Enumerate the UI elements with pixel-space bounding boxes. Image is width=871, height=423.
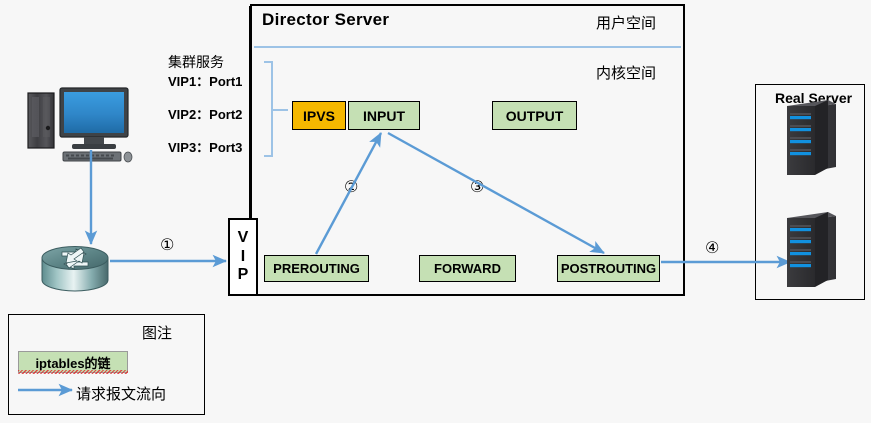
legend-title: 图注 xyxy=(142,325,173,342)
chain-box-postrouting[interactable]: POSTROUTING xyxy=(557,255,660,282)
real-server-node-icon xyxy=(787,212,836,287)
vip-letter: I xyxy=(240,247,246,265)
chain-box-prerouting[interactable]: PREROUTING xyxy=(264,255,369,282)
step-marker-4: ④ xyxy=(705,238,720,257)
real-server-node-icon xyxy=(787,100,836,175)
chain-box-ipvs[interactable]: IPVS xyxy=(292,101,346,130)
kernel-space-label: 内核空间 xyxy=(596,65,657,82)
vip-letter: V xyxy=(237,228,249,246)
cluster-service-entry: VIP3：Port3 xyxy=(168,140,243,155)
director-server-title: Director Server xyxy=(262,10,390,29)
legend-flow-label: 请求报文流向 xyxy=(76,386,167,403)
user-space-label: 用户空间 xyxy=(596,15,657,32)
chain-box-input[interactable]: INPUT xyxy=(348,101,420,130)
chain-box-forward[interactable]: FORWARD xyxy=(419,255,516,282)
step-marker-1: ① xyxy=(160,235,175,254)
cluster-service-entry: VIP1：Port1 xyxy=(168,74,243,89)
client-computer-icon xyxy=(27,87,133,163)
vip-interface-box[interactable]: V I P xyxy=(228,218,258,296)
legend-chain-swatch: iptables的链 xyxy=(18,351,128,373)
router-icon xyxy=(41,246,109,292)
vip-letter: P xyxy=(237,266,249,284)
step2-prerouting-to-input-arrow xyxy=(314,132,383,255)
cluster-service-entry: VIP2：Port2 xyxy=(168,107,243,122)
step3-input-to-postrouting-arrow xyxy=(387,131,605,255)
cluster-service-bracket xyxy=(264,61,288,157)
chain-box-output[interactable]: OUTPUT xyxy=(492,101,577,130)
user-kernel-divider xyxy=(254,46,681,48)
spellcheck-squiggle xyxy=(18,370,128,374)
cluster-service-heading: 集群服务 xyxy=(168,54,224,70)
